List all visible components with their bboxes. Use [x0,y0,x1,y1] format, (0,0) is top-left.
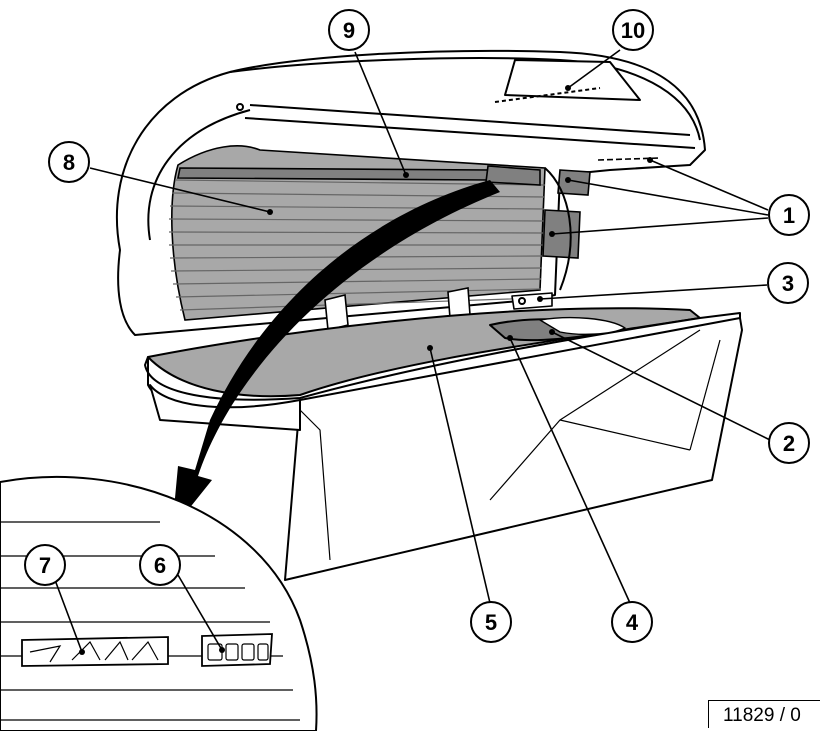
callout-10: 10 [612,9,654,51]
callout-5-label: 5 [485,610,497,635]
detail-inset [0,475,318,731]
callouts: 1 2 3 4 5 6 7 8 [24,9,810,643]
callout-7-label: 7 [39,553,51,578]
hinges [324,287,471,332]
callout-4-label: 4 [626,610,639,635]
detail-vent-slats [29,640,159,663]
callout-8: 8 [48,141,90,183]
callout-3-label: 3 [782,271,794,296]
canopy-front-rim-2 [244,117,696,149]
bench [144,292,743,581]
bench-facets [299,329,721,561]
hinge-left [324,293,349,332]
callout-5: 5 [470,601,512,643]
leader-4 [509,337,631,604]
canopy-right-wall [544,167,572,291]
callout-6: 6 [139,544,181,586]
leader-1a [567,179,769,216]
leader-dots [79,85,653,655]
callout-3: 3 [767,262,809,304]
canopy-vent-panel [485,165,541,186]
bench-body [284,317,743,581]
callout-7: 7 [24,544,66,586]
callout-2-label: 2 [783,431,795,456]
detail-switches [207,643,269,661]
leader-7 [54,579,83,653]
top-panel [504,59,641,101]
headrest-cushion [539,316,626,335]
callout-2: 2 [768,422,810,464]
canopy-air-vent [597,157,661,161]
upper-lamp-bar [177,167,491,181]
leader-10 [567,49,621,89]
callout-6-label: 6 [154,553,166,578]
leader-5 [429,347,491,604]
leader-3 [539,284,768,300]
leader-lines [54,49,771,653]
canopy-screw [236,103,244,111]
callout-1: 1 [768,194,810,236]
top-panel-ventilation [494,87,601,103]
leader-2 [551,331,771,441]
callout-10-label: 10 [621,18,645,43]
figure-number: 11829 / 0 [708,700,820,728]
leader-8 [89,167,271,213]
detail-inset-border [0,475,318,731]
canopy-side-arch [147,109,251,241]
callout-1-label: 1 [783,203,795,228]
callout-9: 9 [328,9,370,51]
canopy-front-rim [249,104,691,136]
callout-9-label: 9 [343,18,355,43]
control-unit-button [518,297,526,305]
canopy-top-edge [229,57,701,141]
leader-6 [177,574,223,651]
leader-9 [354,51,407,176]
leader-1c [649,159,769,211]
callout-4: 4 [611,601,653,643]
callout-8-label: 8 [63,150,75,175]
leader-1b [551,217,769,235]
